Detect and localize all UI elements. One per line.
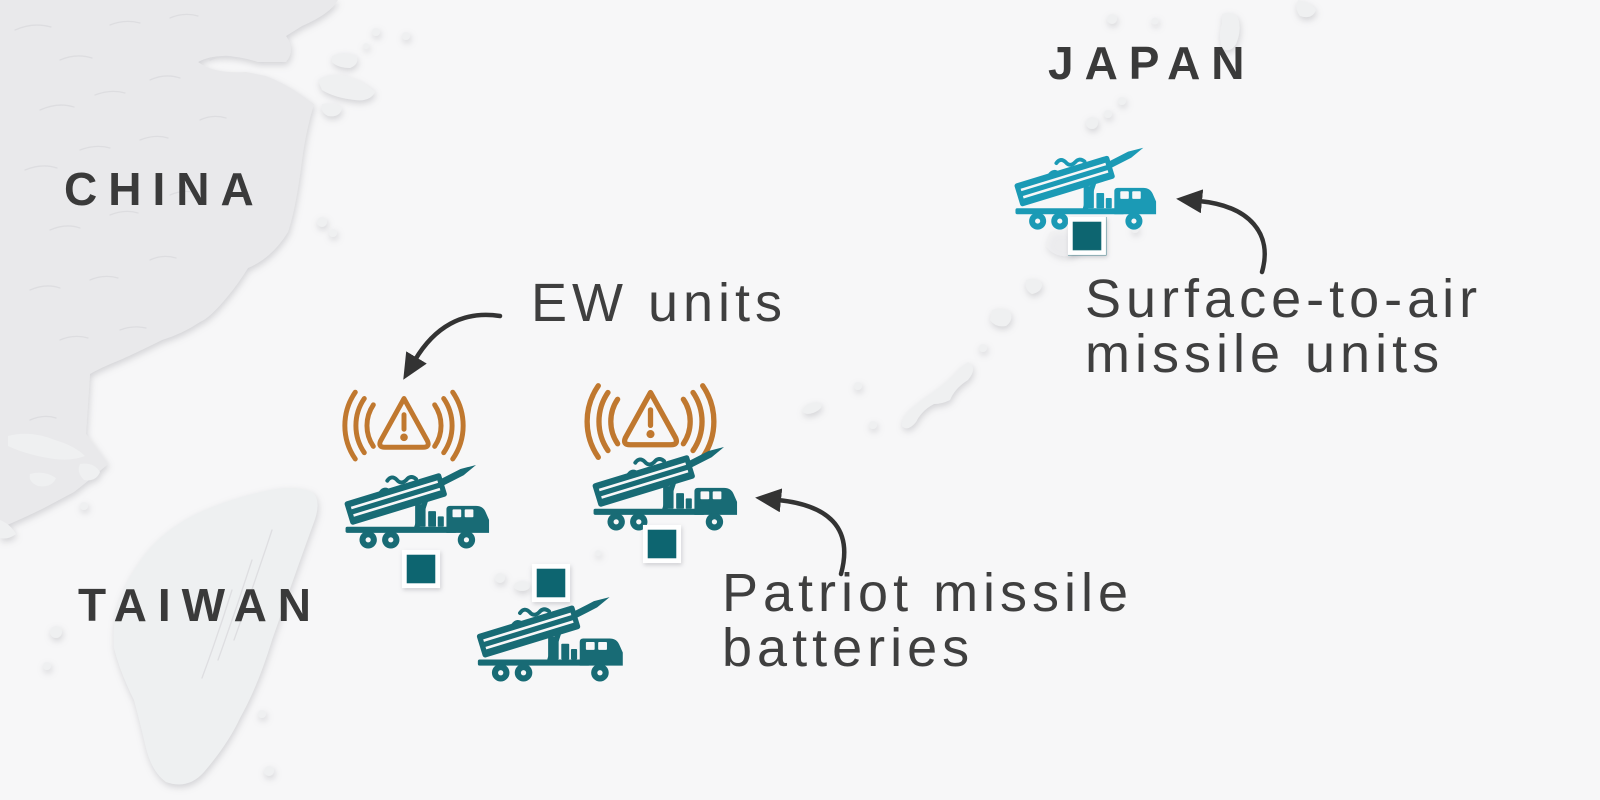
square-marker-icon-1 [401,549,441,589]
square-marker-icon-4 [1067,216,1107,256]
sam-units-annotation-line1: Surface-to-air [1085,269,1483,329]
taiwan-label: TAIWAN [78,579,323,631]
japan-label: JAPAN [1048,37,1256,89]
china-landmass [0,0,338,528]
square-marker-icon-2 [531,563,571,603]
china-coastal-islands [0,28,410,539]
patriot-annotation-line1: Patriot missile [722,563,1134,623]
ew-units-annotation: EW units [531,276,787,331]
taiwan-island [113,487,318,785]
patriot-annotation-line2: batteries [722,618,975,678]
patriot-annotation: Patriot missile batteries [722,566,1133,676]
square-marker-icon-3 [642,524,682,564]
terrain-texture [14,13,273,679]
china-label: CHINA [64,163,265,215]
sam-units-annotation-line2: missile units [1085,324,1445,384]
sam-arrow [1176,189,1267,275]
ew-units-arrow [403,312,503,380]
ew-units-annotation-text: EW units [531,273,788,333]
sam-units-annotation: Surface-to-air missile units [1085,272,1482,382]
patriot-arrow [755,488,847,577]
